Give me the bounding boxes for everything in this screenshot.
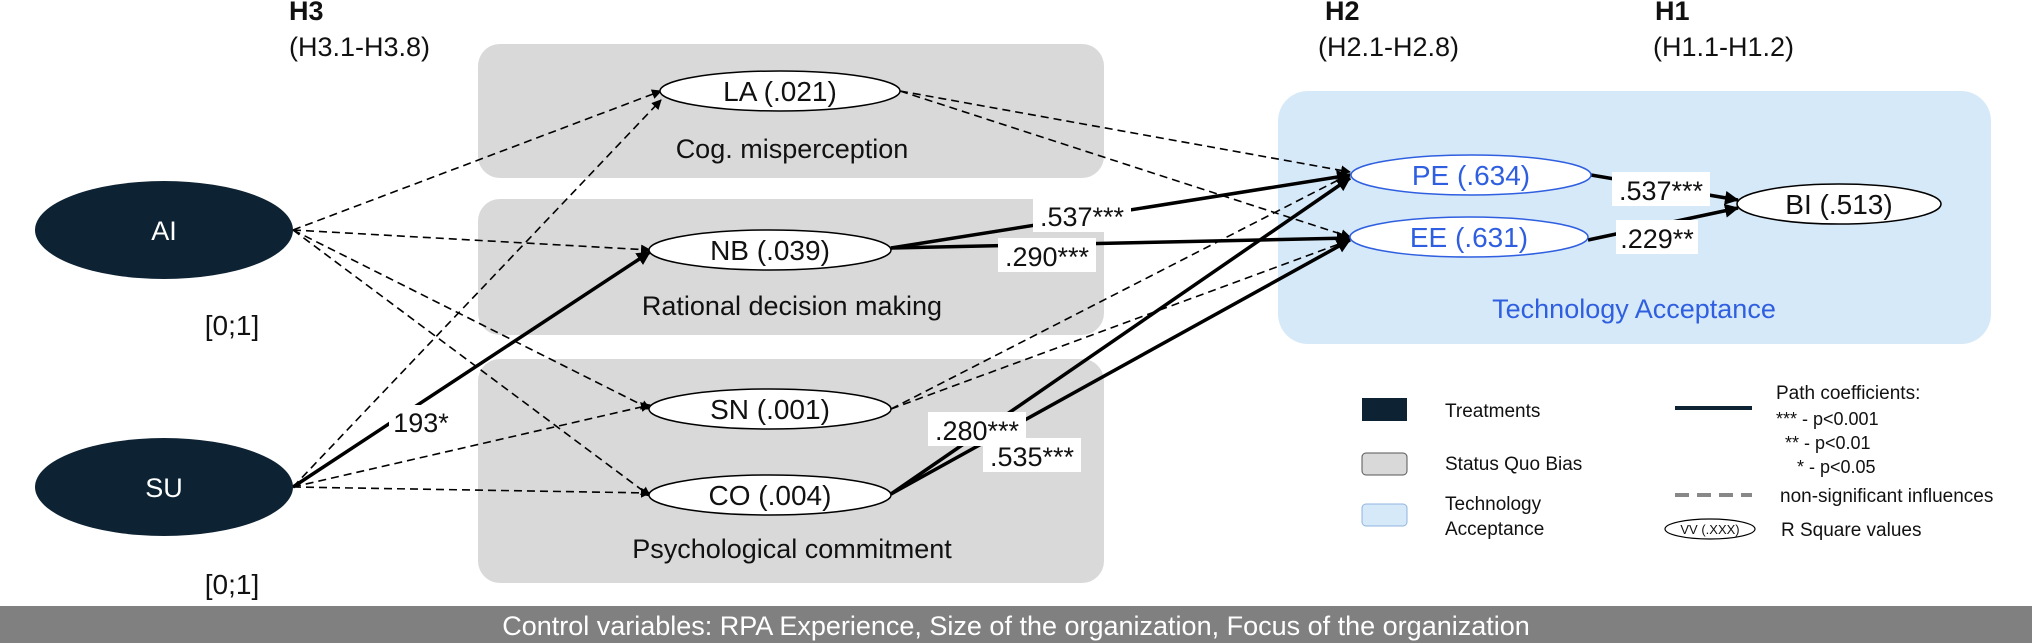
treatment-su-label: SU <box>145 473 183 503</box>
h3-label: H3 <box>289 0 324 26</box>
h2-label: H2 <box>1325 0 1360 26</box>
coef-su-nb: 193* <box>393 408 449 438</box>
group-psych-label: Psychological commitment <box>632 534 952 564</box>
construct-pe-label: PE (.634) <box>1412 160 1530 191</box>
group-cog-label: Cog. misperception <box>676 134 909 164</box>
h3-range: (H3.1-H3.8) <box>289 32 430 62</box>
legend-r-square-symbol <box>1664 518 1756 540</box>
construct-pe-node <box>1350 154 1592 196</box>
legend-tech-swatch <box>1361 503 1408 527</box>
legend-sig-1: *** - p<0.001 <box>1776 409 1879 429</box>
footer-bar <box>0 606 2032 643</box>
legend-tech-label-2: Acceptance <box>1445 519 1544 540</box>
construct-bi-node <box>1736 183 1942 225</box>
ai-scale: [0;1] <box>205 310 259 341</box>
group-tech-label: Technology Acceptance <box>1492 294 1776 324</box>
construct-co-node <box>648 474 892 516</box>
construct-nb-node <box>648 229 892 271</box>
legend-treatments-swatch <box>1362 398 1407 421</box>
h1-label: H1 <box>1655 0 1690 26</box>
construct-ee-node <box>1349 216 1589 258</box>
legend-path-title: Path coefficients: <box>1776 383 1920 404</box>
legend-nonsig-label: non-significant influences <box>1780 486 1993 507</box>
nonsignificant-paths <box>292 89 1351 498</box>
treatment-ai-node <box>35 181 293 279</box>
su-scale: [0;1] <box>205 569 259 600</box>
coef-ee-bi: .229** <box>1620 224 1694 254</box>
construct-nb-label: NB (.039) <box>710 235 830 266</box>
legend-status-quo-swatch <box>1361 452 1408 476</box>
construct-bi-label: BI (.513) <box>1785 189 1892 220</box>
coef-pe-bi: .537*** <box>1619 176 1704 206</box>
coef-co-ee: .535*** <box>990 442 1075 472</box>
legend-r-square-symbol-text: VV (.XXX) <box>1680 522 1739 537</box>
treatment-su-node <box>35 438 293 536</box>
h2-range: (H2.1-H2.8) <box>1318 32 1459 62</box>
construct-co-label: CO (.004) <box>709 480 832 511</box>
legend-r-square-label: R Square values <box>1781 520 1921 541</box>
construct-sn-label: SN (.001) <box>710 394 830 425</box>
construct-sn-node <box>648 388 892 430</box>
legend-status-quo-label: Status Quo Bias <box>1445 454 1582 475</box>
h1-range: (H1.1-H1.2) <box>1653 32 1794 62</box>
treatment-ai-label: AI <box>151 216 177 246</box>
legend-sig-2: ** - p<0.01 <box>1785 433 1871 453</box>
legend-tech-label-1: Technology <box>1445 494 1542 515</box>
group-rational-label: Rational decision making <box>642 291 942 321</box>
construct-ee-label: EE (.631) <box>1410 222 1528 253</box>
legend: Treatments Status Quo Bias Technology Ac… <box>1361 383 1993 541</box>
construct-la-node <box>659 70 901 112</box>
coef-nb-ee: .290*** <box>1005 242 1090 272</box>
legend-sig-3: * - p<0.05 <box>1797 457 1876 477</box>
coef-nb-pe: .537*** <box>1040 202 1125 232</box>
coef-co-pe: .280*** <box>935 416 1020 446</box>
legend-treatments-label: Treatments <box>1445 401 1540 422</box>
footer-text: Control variables: RPA Experience, Size … <box>502 611 1530 641</box>
construct-la-label: LA (.021) <box>723 76 837 107</box>
technology-acceptance-box <box>1278 91 1991 344</box>
